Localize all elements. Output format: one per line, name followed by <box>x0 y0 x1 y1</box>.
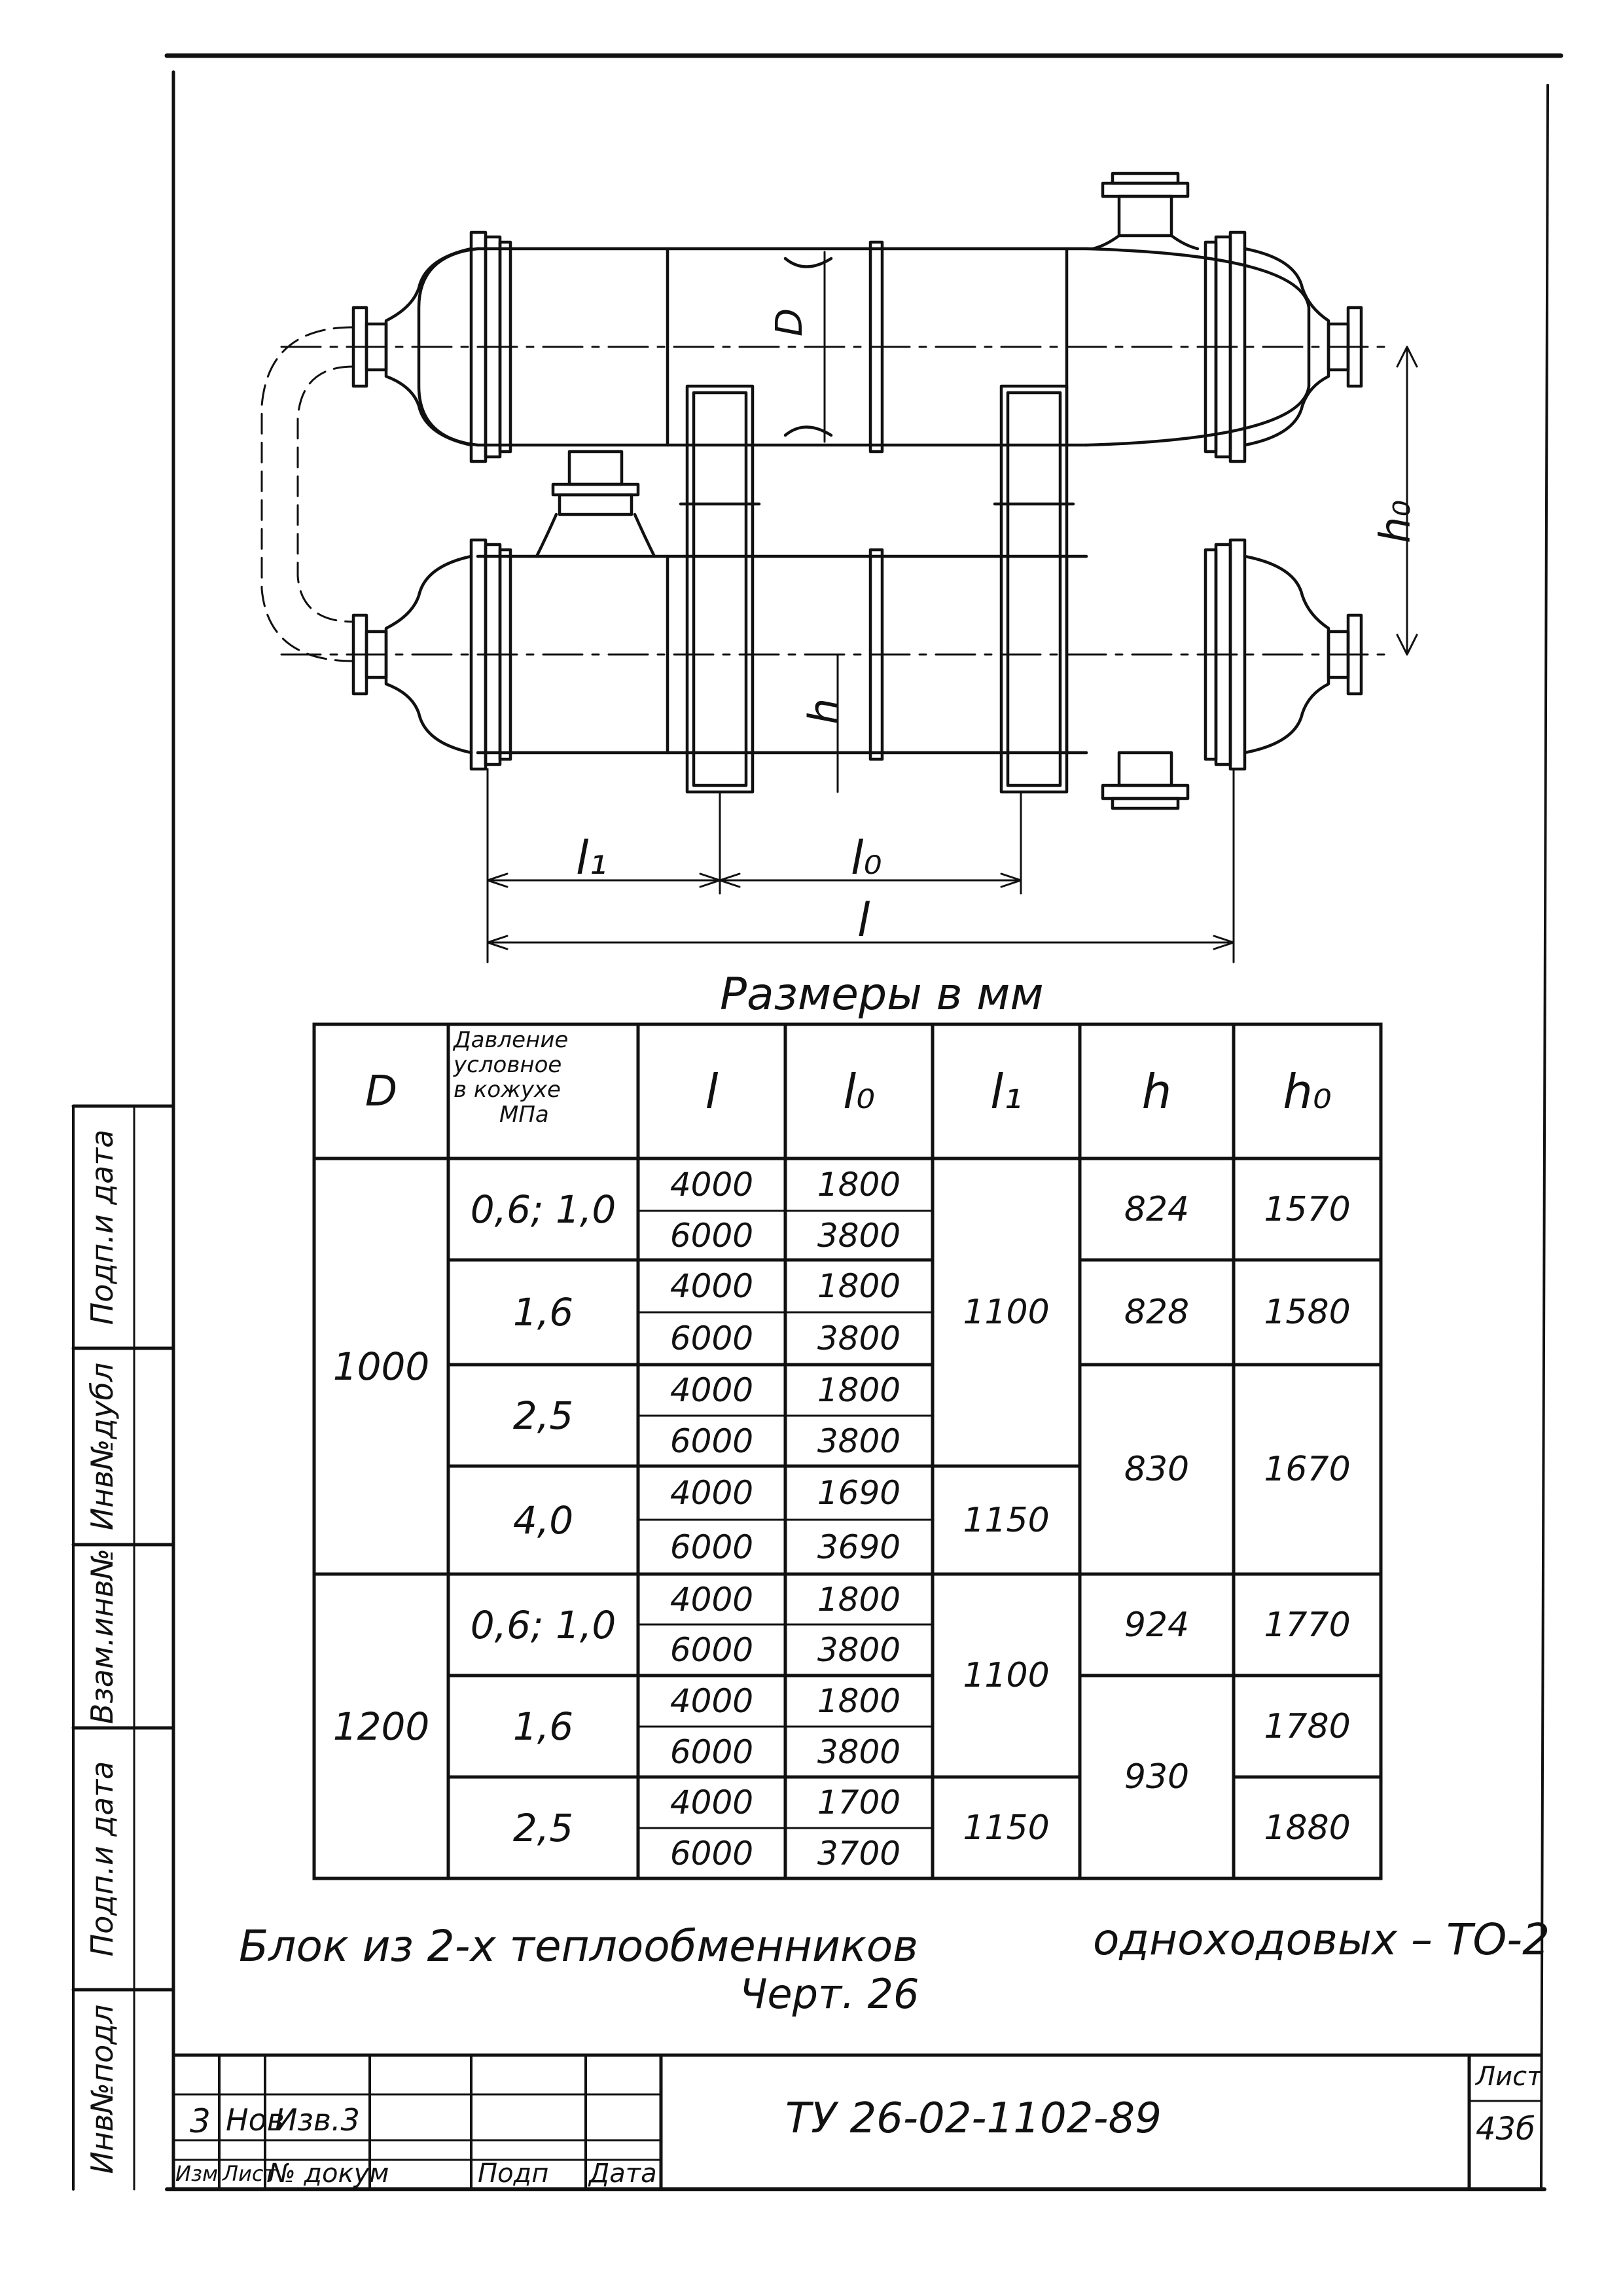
units-note: Размеры в мм <box>720 969 1044 1020</box>
title-block-grid <box>173 2053 1541 2189</box>
dim-h-label: h <box>800 698 849 725</box>
caption-title-right: одноходовых – ТО-2 <box>1093 1914 1550 1965</box>
dim-h0-label: h₀ <box>1372 499 1421 544</box>
cell-pressure: 2,5 <box>512 1393 574 1438</box>
cell-h0: 1670 <box>1264 1450 1351 1489</box>
hdr-data: Дата <box>589 2159 657 2189</box>
hdr-ndokum: № докум <box>268 2159 389 2189</box>
side-label-podp-date-lower: Подп.и дата <box>84 1761 120 1957</box>
header-D: D <box>365 1067 398 1116</box>
cell-l: 6000 <box>669 1216 754 1255</box>
cell-l: 4000 <box>669 1371 754 1409</box>
cell-l0: 1690 <box>817 1474 901 1512</box>
cell-pressure: 0,6; 1,0 <box>470 1602 616 1647</box>
hdr-podp: Подп <box>478 2159 549 2189</box>
cell-l1: 1150 <box>963 1500 1050 1540</box>
side-label-podp-date-upper: Подп.и дата <box>84 1129 120 1325</box>
caption-drawing-number: Черт. 26 <box>740 1970 919 2018</box>
header-h: h <box>1141 1064 1172 1119</box>
cell-l: 4000 <box>669 1682 754 1720</box>
cell-l: 6000 <box>669 1834 754 1873</box>
cell-h0: 1880 <box>1264 1808 1351 1848</box>
side-label-inv-dubl: Инв№дубл <box>84 1362 120 1531</box>
cell-l: 6000 <box>669 1422 754 1460</box>
cell-pressure: 1,6 <box>512 1704 574 1749</box>
header-pressure-line-2: условное <box>454 1052 562 1078</box>
hdr-list: Лист <box>223 2161 276 2186</box>
hdr-izm: Изм <box>175 2161 219 2186</box>
cell-pressure: 1,6 <box>512 1290 574 1335</box>
cell-l0: 1800 <box>817 1166 901 1204</box>
cell-l0: 1700 <box>817 1784 901 1821</box>
cell-h: 824 <box>1124 1189 1190 1229</box>
cell-h0: 1780 <box>1264 1706 1351 1746</box>
caption-title-left: Блок из 2-х теплообменников <box>239 1921 919 1971</box>
header-pressure: Давление условное в кожухе МПа <box>448 1028 638 1158</box>
heat-exchanger-block-drawing <box>260 171 1418 963</box>
cell-l0: 3800 <box>817 1732 901 1771</box>
header-l1: l₁ <box>990 1064 1022 1119</box>
rev-sheet: Нов <box>226 2102 285 2138</box>
side-label-vzam-inv: Взам.инв№ <box>84 1548 120 1725</box>
header-pressure-line-3: в кожухе <box>454 1077 561 1103</box>
side-label-inv-podl: Инв№подл <box>84 2004 120 2174</box>
dim-l1-label: l₁ <box>576 831 607 885</box>
cell-l: 4000 <box>669 1580 754 1619</box>
cell-l: 6000 <box>669 1528 754 1566</box>
cell-l: 6000 <box>669 1319 754 1357</box>
cell-pressure: 4,0 <box>512 1498 574 1543</box>
cell-l0: 1800 <box>817 1682 901 1720</box>
cell-l: 4000 <box>669 1474 754 1512</box>
cell-D-1000: 1000 <box>332 1344 430 1389</box>
cell-l0: 3690 <box>817 1528 901 1566</box>
cell-l0: 3700 <box>817 1834 901 1873</box>
dimensions-table-grid <box>312 1022 1383 1880</box>
dim-l-label: l <box>857 893 870 947</box>
cell-pressure: 2,5 <box>512 1805 574 1850</box>
cell-l1: 1100 <box>963 1656 1050 1695</box>
cell-l1: 1100 <box>963 1293 1050 1332</box>
cell-l0: 1800 <box>817 1267 901 1305</box>
dim-D-label: D <box>768 308 812 337</box>
cell-l: 4000 <box>669 1267 754 1305</box>
cell-l: 4000 <box>669 1166 754 1204</box>
cell-h: 830 <box>1124 1450 1190 1489</box>
cell-l0: 1800 <box>817 1580 901 1619</box>
cell-l: 6000 <box>669 1732 754 1771</box>
cell-h: 930 <box>1124 1757 1190 1797</box>
cell-pressure: 0,6; 1,0 <box>470 1187 616 1232</box>
cell-h0: 1580 <box>1264 1293 1351 1332</box>
cell-l0: 3800 <box>817 1422 901 1460</box>
header-pressure-line-1: Давление <box>454 1027 569 1053</box>
cell-l0: 3800 <box>817 1216 901 1255</box>
dim-l0-label: l₀ <box>851 831 882 885</box>
cell-h0: 1770 <box>1264 1605 1351 1645</box>
cell-h: 828 <box>1124 1293 1190 1332</box>
rev-doc-no: Изв.3 <box>275 2102 360 2138</box>
cell-h: 924 <box>1124 1605 1190 1645</box>
sheet-label: Лист <box>1476 2062 1543 2092</box>
header-pressure-line-4: МПа <box>499 1102 549 1128</box>
cell-l0: 1800 <box>817 1371 901 1409</box>
cell-l0: 3800 <box>817 1631 901 1669</box>
cell-l1: 1150 <box>963 1808 1050 1848</box>
document-number: ТУ 26-02-1102-89 <box>785 2094 1162 2143</box>
header-l: l <box>705 1064 719 1119</box>
cell-l0: 3800 <box>817 1319 901 1357</box>
cell-l: 6000 <box>669 1631 754 1669</box>
rev-change-no: 3 <box>190 2102 211 2140</box>
header-l0: l₀ <box>843 1064 875 1119</box>
cell-l: 4000 <box>669 1784 754 1821</box>
header-h0: h₀ <box>1283 1064 1332 1119</box>
sheet-number: 43б <box>1476 2111 1535 2147</box>
cell-D-1200: 1200 <box>332 1704 430 1749</box>
cell-h0: 1570 <box>1264 1189 1351 1229</box>
